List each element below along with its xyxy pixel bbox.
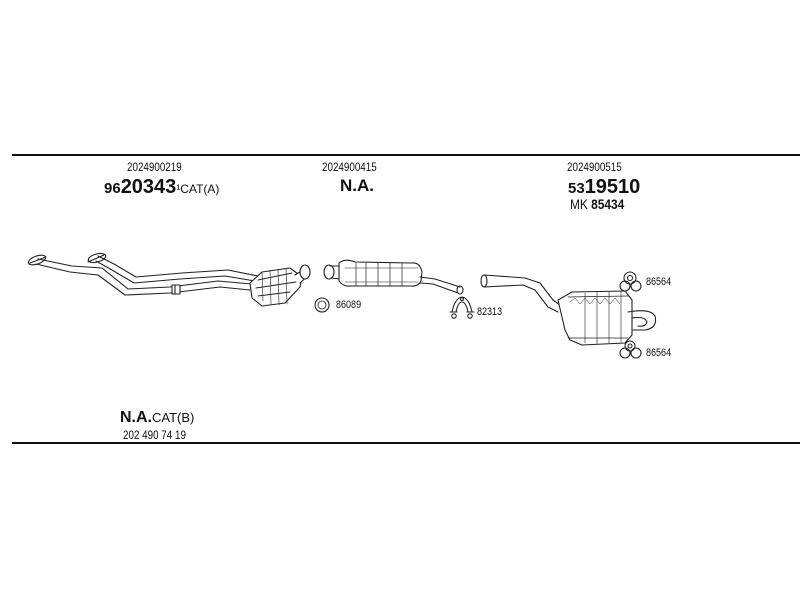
section-3-part-number: 2024900515 [567,160,622,174]
top-divider [12,154,800,156]
pipe-clamp [449,296,475,319]
section-1-ref-suffix: ¹CAT(A) [176,182,220,196]
section-3-mk-label: MK [570,196,588,212]
section-1-reference: 9620343¹CAT(A) [104,177,219,197]
section-2-reference: N.A. [340,176,374,195]
section-1-ref-prefix: 96 [104,180,121,197]
rubber-mount-lower [619,340,642,359]
sealing-ring [314,297,330,313]
section-1-part-number: 2024900219 [127,160,182,174]
front-pipe [27,252,311,307]
section-2-part-number: 2024900415 [322,160,377,174]
bottom-part-number: 202 490 74 19 [123,428,186,442]
bottom-cat-suffix: CAT(B) [152,410,195,425]
clamp-label: 82313 [477,306,503,318]
bottom-divider [12,442,800,444]
bottom-cat-bold: N.A. [120,409,152,426]
section-3-ref-bold: 19510 [584,176,641,198]
bottom-cat-label: N.A.CAT(B) [120,410,194,426]
middle-silencer [323,259,464,295]
section-3-mk: MK 85434 [570,197,624,211]
mount-upper-label: 86564 [646,276,672,288]
section-3-mk-value: 85434 [591,196,625,212]
rear-silencer [557,290,657,346]
mount-lower-label: 86564 [646,347,672,359]
ring-label: 86089 [336,299,362,311]
section-3-ref-prefix: 53 [568,180,585,197]
section-1-ref-bold: 20343 [120,176,177,198]
rubber-mount-upper [619,271,642,292]
rear-pipe [480,274,561,313]
section-3-reference: 5319510 [568,177,640,197]
